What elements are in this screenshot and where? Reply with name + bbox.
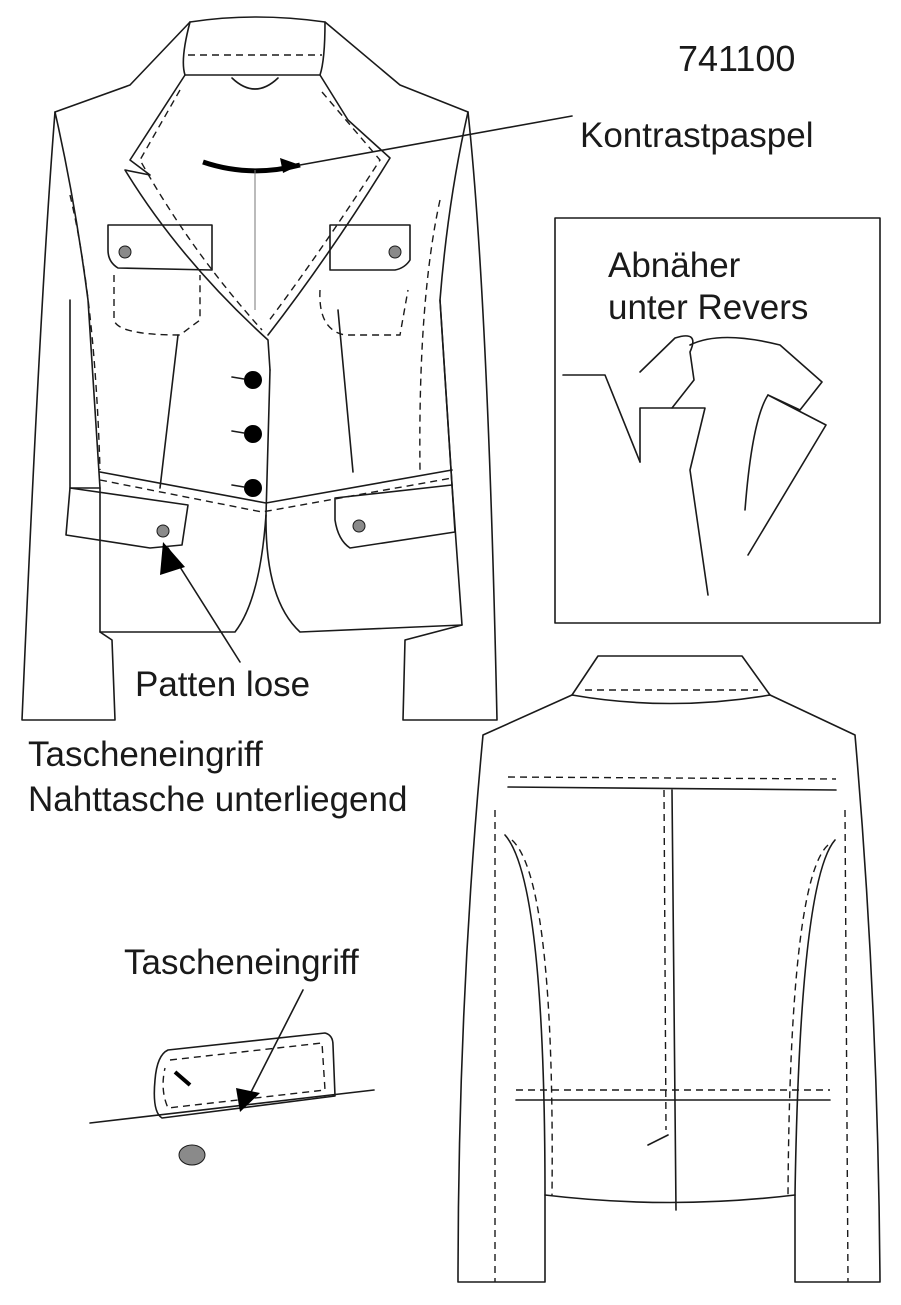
label-pocket-opening-line2: Nahttasche unterliegend <box>28 780 408 819</box>
article-number: 741100 <box>678 38 796 79</box>
front-neck-line <box>231 77 279 90</box>
back-center-seam <box>671 789 677 1211</box>
back-left-side-stitch <box>511 839 553 1196</box>
front-left-side-stitch <box>69 194 101 471</box>
back-yoke-stitch <box>507 776 837 780</box>
front-waist-seam <box>99 469 453 504</box>
front-closure-edge <box>99 369 271 633</box>
left-chest-snap-icon <box>118 245 132 259</box>
front-button-3-icon <box>244 479 262 497</box>
pocket-buttonhole-icon <box>173 1070 192 1087</box>
arrow-loose-flaps-icon <box>160 542 185 575</box>
label-pocket-opening-line1: Tascheneingriff <box>28 735 263 774</box>
back-yoke-seam <box>507 786 837 791</box>
left-chest-pocket-stitch <box>113 275 201 336</box>
detail-shoulder-line <box>562 374 641 463</box>
back-collar-stand <box>571 694 771 705</box>
back-collar <box>571 655 771 696</box>
leader-contrast-piping <box>299 115 573 166</box>
pocket-button-icon <box>178 1144 206 1166</box>
back-view <box>457 655 881 1283</box>
label-contrast-piping: Kontrastpaspel <box>580 116 814 155</box>
back-vent-mark <box>647 1134 669 1146</box>
arrow-contrast-piping-icon <box>280 158 300 173</box>
front-left-sleeve-seam <box>54 111 101 489</box>
front-waist-stitch <box>99 477 453 513</box>
right-lapel-stitch <box>267 91 381 323</box>
label-dart-line1: Abnäher <box>608 246 741 285</box>
left-lapel-stitch <box>139 89 263 331</box>
back-right-sleeve-stitch <box>844 809 849 1283</box>
right-chest-snap-icon <box>388 245 402 259</box>
back-right-side-seam <box>794 839 836 1196</box>
back-right-side-stitch <box>787 844 829 1196</box>
right-flap-snap-icon <box>352 519 366 533</box>
right-lower-flap <box>334 484 456 549</box>
detail-lapel-right <box>689 336 827 556</box>
detail-box-frame <box>554 217 881 624</box>
front-right-side-stitch <box>419 199 441 471</box>
front-right-princess-seam <box>337 309 354 473</box>
front-body-outline <box>21 16 498 721</box>
back-center-stitch <box>663 789 667 1131</box>
left-lapel <box>124 74 271 371</box>
right-chest-pocket-stitch <box>319 289 409 336</box>
detail-dart <box>671 407 709 596</box>
back-left-side-seam <box>504 834 546 1196</box>
left-lower-flap <box>65 487 189 549</box>
pocket-opening-detail <box>89 989 375 1166</box>
arrow-pocket-opening-icon <box>236 1088 260 1112</box>
label-pocket-opening-detail: Tascheneingriff <box>124 943 359 982</box>
detail-seam <box>744 394 769 511</box>
left-flap-snap-icon <box>156 524 170 538</box>
front-left-princess-seam <box>159 334 179 489</box>
pocket-base-line <box>89 1089 375 1124</box>
front-button-2-icon <box>244 425 262 443</box>
front-view <box>21 16 498 721</box>
front-button-1-icon <box>244 371 262 389</box>
right-lapel <box>267 74 391 336</box>
buttonhole-marks <box>231 376 245 488</box>
front-collar <box>182 21 326 76</box>
back-body-outline <box>457 694 881 1283</box>
pocket-flap-outline <box>153 1032 336 1119</box>
label-dart-line2: unter Revers <box>608 288 809 327</box>
detail-lapel-left <box>639 335 695 463</box>
right-chest-flap <box>329 224 411 271</box>
label-loose-flaps: Patten lose <box>135 665 311 704</box>
left-chest-flap <box>107 224 213 271</box>
lapel-dart-detail <box>554 217 881 624</box>
front-right-sleeve-seam <box>439 111 469 486</box>
leader-pocket-opening <box>246 989 304 1101</box>
front-closure-right <box>265 514 463 633</box>
